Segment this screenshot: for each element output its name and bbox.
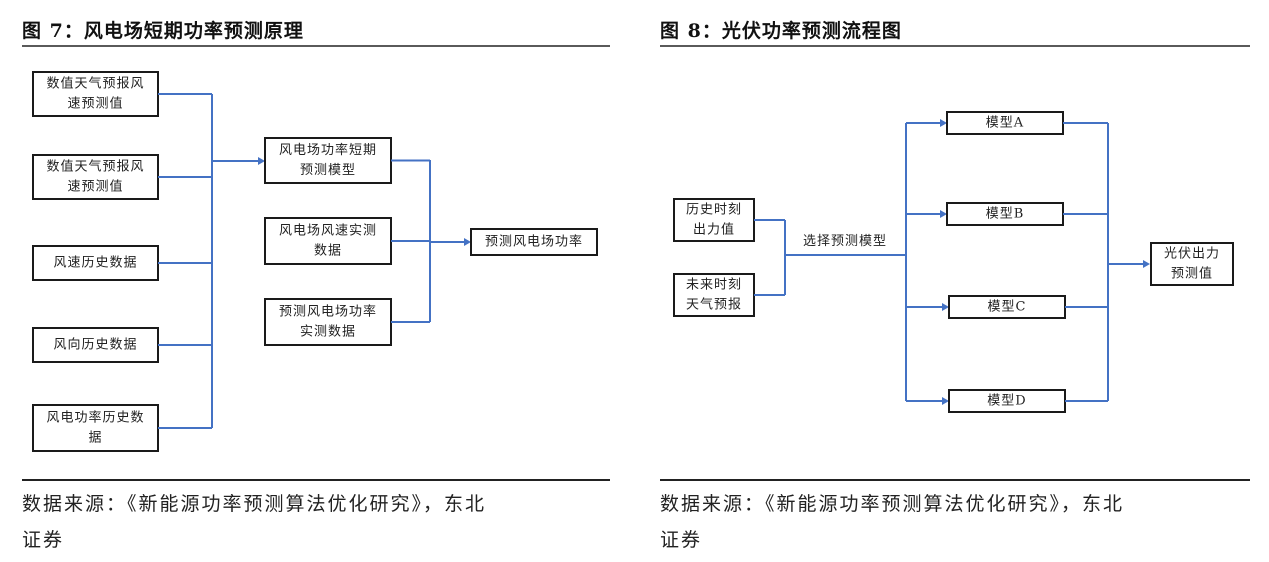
- fig8-output-box-label-line: 预测值: [1171, 266, 1213, 282]
- fig7-middle-box-label-line: 数据: [314, 244, 342, 259]
- fig7-input-box-label-line: 风向历史数据: [53, 337, 137, 353]
- fig7-middle-box-border: [264, 217, 392, 265]
- fig8-model-box: 模型A: [946, 111, 1064, 135]
- fig7-middle-box-label-line: 风电场功率短期: [279, 142, 377, 158]
- fig8-input-box-border: [673, 198, 755, 242]
- fig8-model-box-label-line: 模型B: [986, 207, 1025, 222]
- fig7-arrowhead-output: [464, 238, 471, 246]
- fig8-arrowhead-output: [1143, 260, 1150, 268]
- figure-8-source-line-2: 证券: [660, 529, 703, 551]
- fig7-middle-box-label-line: 预测模型: [300, 163, 356, 178]
- fig8-output-box-border: [1150, 242, 1234, 286]
- fig7-arrowhead-model: [258, 157, 265, 165]
- fig7-input-box-border: [32, 245, 159, 281]
- figure-7-title: 图 7：风电场短期功率预测原理: [22, 20, 304, 42]
- figure-8-top-rule: [660, 45, 1250, 47]
- fig8-model-box: 模型C: [948, 295, 1066, 319]
- fig7-input-box-label-line: 风电功率历史数: [46, 410, 144, 426]
- fig7-input-box-label-line: 速预测值: [67, 96, 123, 112]
- fig8-model-box: 模型D: [948, 389, 1066, 413]
- figure-7-source: 数据来源：《新能源功率预测算法优化研究》，东北 证券: [22, 486, 610, 558]
- fig8-edge-label: 选择预测模型: [803, 234, 887, 249]
- figure-8-panel: 图 8：光伏功率预测流程图 数据来源：《新能源功率预测算法优化研究》，东北 证券: [660, 0, 1250, 562]
- fig7-input-box: 风速历史数据: [32, 245, 159, 281]
- fig7-middle-box-label-line: 实测数据: [300, 325, 356, 340]
- figure-7-panel: 图 7：风电场短期功率预测原理 数据来源：《新能源功率预测算法优化研究》，东北 …: [22, 0, 610, 562]
- fig8-input-box-label-line: 未来时刻: [686, 278, 742, 293]
- figure-8-bottom-rule: [660, 479, 1250, 481]
- fig7-middle-box-border: [264, 137, 392, 184]
- fig7-input-box: 风向历史数据: [32, 327, 159, 363]
- figure-7-bottom-rule: [22, 479, 610, 481]
- figure-8-source: 数据来源：《新能源功率预测算法优化研究》，东北 证券: [660, 486, 1250, 558]
- fig7-input-box-border: [32, 404, 159, 452]
- fig8-arrowhead-model: [940, 119, 947, 127]
- fig7-input-box-border: [32, 71, 159, 117]
- fig8-input-box-label-line: 天气预报: [686, 297, 742, 313]
- figure-7-top-rule: [22, 45, 610, 47]
- fig8-model-box-label-line: 模型A: [986, 116, 1024, 131]
- fig7-output-box-border: [470, 228, 598, 256]
- fig8-arrowhead-model: [942, 303, 949, 311]
- figure-7-source-line-1: 数据来源：《新能源功率预测算法优化研究》，东北: [22, 493, 487, 515]
- figure-8-title: 图 8：光伏功率预测流程图: [660, 20, 902, 42]
- fig7-input-box-border: [32, 327, 159, 363]
- fig8-arrowhead-model: [940, 210, 947, 218]
- fig7-output-box-label-line: 预测风电场功率: [485, 234, 583, 250]
- fig8-model-box-label-line: 模型C: [988, 300, 1027, 315]
- fig8-input-box-label-line: 历史时刻: [686, 203, 742, 218]
- fig7-input-box-label-line: 数值天气预报风: [46, 76, 144, 92]
- fig7-input-box-label-line: 速预测值: [67, 179, 123, 195]
- fig7-input-box-label-line: 数值天气预报风: [46, 159, 144, 175]
- fig7-output-box: 预测风电场功率: [470, 228, 598, 256]
- fig8-input-box-label-line: 出力值: [693, 222, 735, 238]
- fig8-model-box: 模型B: [946, 202, 1064, 226]
- fig8-model-box-label-line: 模型D: [987, 394, 1026, 409]
- figure-7-source-line-2: 证券: [22, 529, 65, 551]
- fig7-input-box-border: [32, 154, 159, 200]
- fig7-input-box-label-line: 据: [88, 431, 102, 446]
- fig8-arrowhead-model: [942, 397, 949, 405]
- fig7-middle-box-label-line: 预测风电场功率: [279, 304, 377, 320]
- fig8-output-box-label-line: 光伏出力: [1164, 247, 1220, 262]
- fig7-input-box-label-line: 风速历史数据: [53, 256, 137, 271]
- figure-8-source-line-1: 数据来源：《新能源功率预测算法优化研究》，东北: [660, 493, 1125, 515]
- fig7-middle-box-label-line: 风电场风速实测: [279, 224, 377, 239]
